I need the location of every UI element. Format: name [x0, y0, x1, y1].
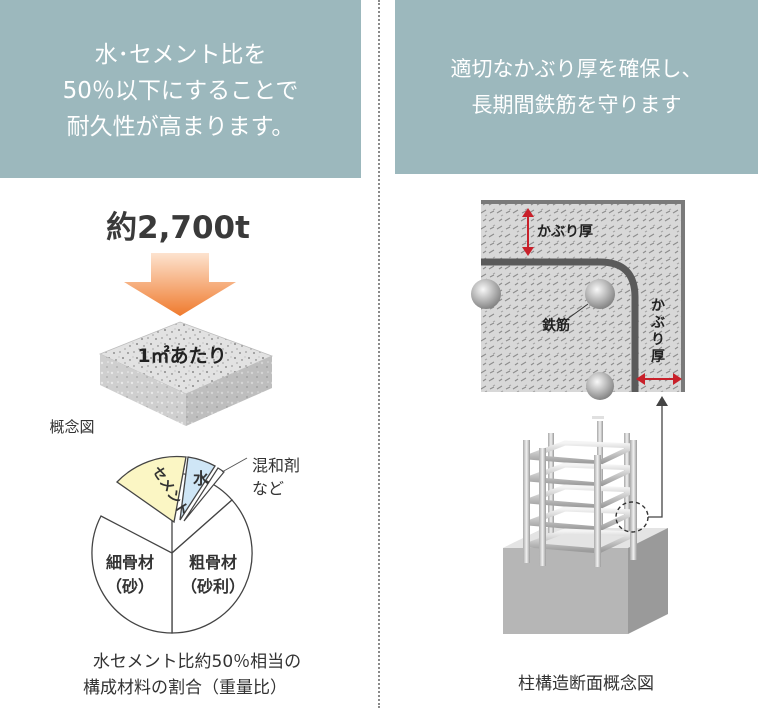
- headline-left: 水･セメント比を 50％以下にすることで 耐久性が高まります。: [0, 0, 361, 178]
- headline-right-line-1: 適切なかぶり厚を確保し、: [450, 57, 703, 81]
- headline-left-line-2: 50％以下にすることで: [62, 78, 299, 104]
- admixture-leader-line: [221, 457, 248, 473]
- pie-label-coarse-1: 粗骨材: [189, 553, 237, 572]
- rebar-cross-section-bottom: [586, 372, 614, 400]
- cover-side-label-1: か: [651, 298, 665, 314]
- detail-pointer-arrow-icon: [648, 396, 668, 518]
- headline-right: 適切なかぶり厚を確保し、 長期間鉄筋を守ります: [395, 0, 758, 174]
- pie-label-water: 水: [193, 469, 210, 488]
- detail-highlight-circle: [615, 501, 649, 533]
- concept-caption: 概念図: [49, 418, 94, 436]
- pie-caption-line-1: 水セメント比約50％相当の: [93, 652, 301, 672]
- pie-label-admixture-1: 混和剤: [252, 456, 300, 475]
- per-unit-label: 1㎡あたり: [137, 344, 226, 367]
- rebar-cross-section-center: [585, 279, 615, 309]
- pie-caption-line-2: 構成材料の割合（重量比）: [83, 678, 287, 698]
- section-caption: 柱構造断面概念図: [518, 673, 654, 694]
- pie-label-fine-2: （砂）: [106, 577, 154, 596]
- pie-slice-admixture: [183, 467, 225, 522]
- pie-label-coarse-2: （砂利）: [181, 577, 245, 596]
- pie-slice-fine-aggregate: [91, 515, 173, 634]
- headline-left-line-1: 水･セメント比を: [94, 42, 267, 68]
- amount-label: 約2,700t: [106, 210, 250, 246]
- composition-pie: [91, 455, 253, 634]
- down-arrow-icon: [124, 253, 236, 316]
- concrete-block: [98, 321, 274, 426]
- cover-side-arrow-icon: [636, 373, 682, 385]
- pie-slice-coarse-aggregate: [171, 499, 253, 634]
- rebar-label: 鉄筋: [542, 317, 570, 334]
- cover-side-label-4: 厚: [651, 349, 665, 365]
- headline-left-line-3: 耐久性が高まります。: [66, 114, 295, 140]
- cover-top-label: かぶり厚: [537, 224, 593, 240]
- pie-slice-cement: [116, 455, 187, 524]
- cover-top-arrow-icon: [522, 208, 534, 256]
- pie-label-admixture-2: など: [252, 479, 284, 498]
- cover-side-label-3: り: [651, 332, 665, 348]
- pie-slice-water: [179, 456, 216, 521]
- cover-cross-section: [471, 200, 685, 400]
- headline-right-line-2: 長期間鉄筋を守ります: [471, 93, 682, 117]
- rebar-cross-section-left: [471, 279, 501, 309]
- pie-label-fine-1: 細骨材: [106, 553, 154, 572]
- rebar-cage: [523, 416, 637, 567]
- panel-divider: [378, 0, 380, 708]
- cover-side-label-2: ぶ: [650, 315, 665, 331]
